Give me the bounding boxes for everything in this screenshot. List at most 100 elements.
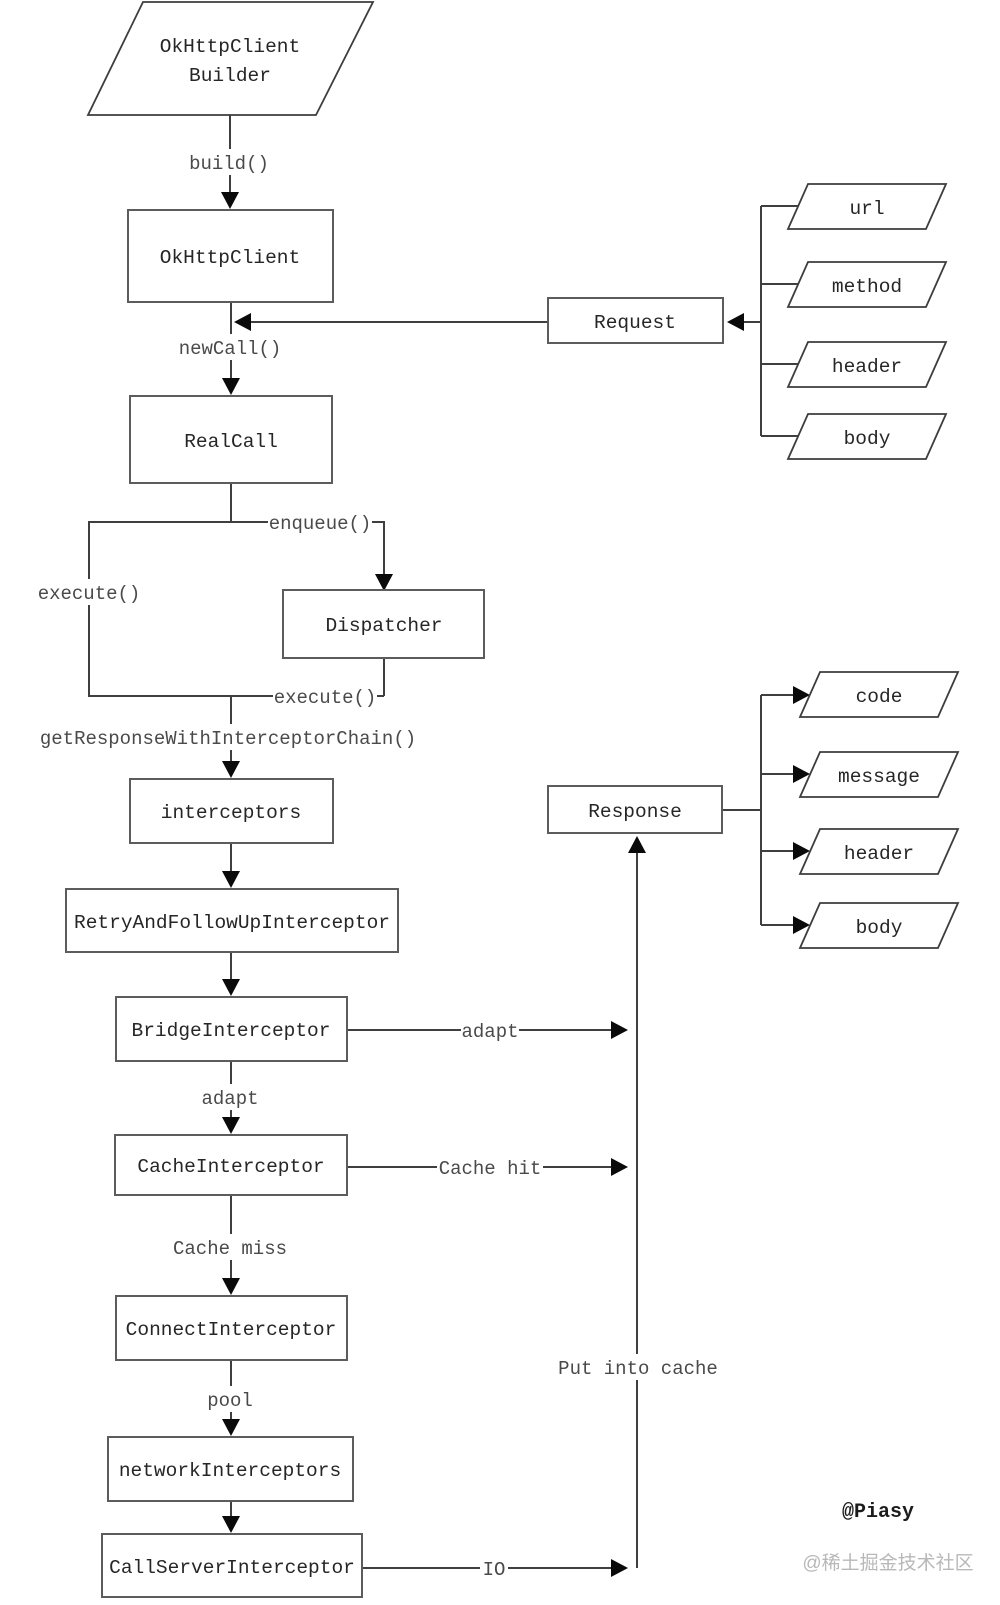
okhttpclient-builder-label-line1: OkHttpClient bbox=[160, 36, 300, 58]
edge-label-adapt-v: adapt bbox=[201, 1088, 258, 1110]
realcall-label: RealCall bbox=[184, 431, 278, 453]
arrowhead-io-into-line bbox=[611, 1559, 628, 1577]
request-box bbox=[547, 297, 724, 344]
response-field-body: body bbox=[798, 902, 960, 949]
arrowheads bbox=[221, 192, 810, 1577]
node-dispatcher: Dispatcher bbox=[282, 589, 485, 659]
node-retry-interceptor: RetryAndFollowUpInterceptor bbox=[65, 888, 399, 953]
arrowhead-into-resp-body bbox=[793, 916, 810, 934]
arrowhead-into-resp-header bbox=[793, 842, 810, 860]
edge-label-adapt-h: adapt bbox=[461, 1021, 518, 1043]
dispatcher-label: Dispatcher bbox=[325, 615, 442, 637]
bridge-label: BridgeInterceptor bbox=[132, 1020, 331, 1042]
edge-label-adapt-v-bg bbox=[201, 1084, 259, 1110]
okhttpclient-builder-label-line2: Builder bbox=[189, 65, 271, 87]
edge-label-enqueue: enqueue() bbox=[269, 513, 372, 535]
edge-label-pool-bg bbox=[206, 1386, 254, 1412]
edge-label-put-into-cache-bg bbox=[556, 1354, 720, 1380]
node-connect-interceptor: ConnectInterceptor bbox=[115, 1295, 348, 1361]
response-field-header-shape bbox=[798, 828, 960, 875]
bridge-box bbox=[115, 996, 348, 1062]
response-field-message-shape bbox=[798, 751, 960, 798]
request-field-url: url bbox=[786, 183, 948, 230]
node-callserver-interceptor: CallServerInterceptor bbox=[101, 1533, 363, 1598]
arrowhead-into-retry bbox=[222, 871, 240, 888]
dispatcher-box bbox=[282, 589, 485, 659]
credits: @Piasy @稀土掘金技术社区 bbox=[802, 1501, 973, 1574]
request-field-header: header bbox=[786, 341, 948, 388]
node-okhttpclient-builder: OkHttpClient Builder bbox=[86, 1, 375, 116]
callserver-box bbox=[101, 1533, 363, 1598]
edge-label-enqueue-bg bbox=[268, 509, 372, 535]
response-field-code-shape bbox=[798, 671, 960, 718]
arrowhead-into-connect bbox=[222, 1278, 240, 1295]
interceptors-box bbox=[129, 778, 334, 844]
edge-labels: build() newCall() enqueue() execute() ex… bbox=[37, 149, 720, 1581]
edge-label-cache-hit: Cache hit bbox=[439, 1158, 542, 1180]
okhttpclient-label: OkHttpClient bbox=[160, 247, 300, 269]
edge-label-cache-miss: Cache miss bbox=[173, 1238, 287, 1260]
node-bridge-interceptor: BridgeInterceptor bbox=[115, 996, 348, 1062]
edge-label-put-into-cache: Put into cache bbox=[558, 1358, 718, 1380]
edge-label-newcall-bg bbox=[178, 334, 282, 360]
node-okhttpclient: OkHttpClient bbox=[127, 209, 334, 303]
arrowhead-into-dispatcher bbox=[375, 574, 393, 591]
edge-label-newcall: newCall() bbox=[179, 338, 282, 360]
arrowhead-into-message bbox=[793, 765, 810, 783]
request-field-url-label: url bbox=[849, 198, 884, 220]
node-response: Response bbox=[547, 785, 723, 834]
network-label: networkInterceptors bbox=[119, 1460, 341, 1482]
okhttpclient-box bbox=[127, 209, 334, 303]
response-field-code: code bbox=[798, 671, 960, 718]
arrowhead-into-realcall bbox=[222, 378, 240, 395]
connect-label: ConnectInterceptor bbox=[126, 1319, 337, 1341]
edge-label-pool: pool bbox=[207, 1390, 253, 1412]
request-field-url-shape bbox=[786, 183, 948, 230]
response-field-header: header bbox=[798, 828, 960, 875]
response-field-message-label: message bbox=[838, 766, 920, 788]
arrowhead-into-cache bbox=[222, 1117, 240, 1134]
retry-label: RetryAndFollowUpInterceptor bbox=[74, 912, 390, 934]
realcall-box bbox=[129, 395, 333, 484]
cache-label: CacheInterceptor bbox=[137, 1156, 324, 1178]
interceptors-label: interceptors bbox=[161, 802, 301, 824]
connect-box bbox=[115, 1295, 348, 1361]
request-field-method-label: method bbox=[832, 276, 902, 298]
edge-label-execute-left-bg bbox=[37, 579, 141, 605]
response-field-body-shape bbox=[798, 902, 960, 949]
node-cache-interceptor: CacheInterceptor bbox=[114, 1134, 348, 1196]
okhttpclient-builder-shape bbox=[86, 1, 375, 116]
arrowhead-into-response bbox=[628, 836, 646, 853]
response-field-code-label: code bbox=[856, 686, 903, 708]
arrowhead-request-into-chain bbox=[234, 313, 251, 331]
arrowhead-adapt-into-line bbox=[611, 1021, 628, 1039]
edge-label-cache-miss-bg bbox=[171, 1234, 289, 1260]
edge-label-cache-hit-bg bbox=[437, 1154, 543, 1180]
callserver-label: CallServerInterceptor bbox=[109, 1557, 355, 1579]
request-field-header-shape bbox=[786, 341, 948, 388]
edge-label-execute-right: execute() bbox=[274, 687, 377, 709]
author-credit: @Piasy bbox=[842, 1501, 914, 1524]
edge-label-chain-bg bbox=[39, 724, 417, 750]
request-label: Request bbox=[594, 312, 676, 334]
edge-label-build-bg bbox=[186, 149, 272, 175]
edge-label-build: build() bbox=[189, 153, 269, 175]
node-realcall: RealCall bbox=[129, 395, 333, 484]
response-label: Response bbox=[588, 801, 682, 823]
request-field-method: method bbox=[786, 261, 948, 308]
network-box bbox=[107, 1436, 354, 1502]
node-interceptors: interceptors bbox=[129, 778, 334, 844]
response-field-body-label: body bbox=[856, 917, 903, 939]
request-field-header-label: header bbox=[832, 356, 902, 378]
arrowhead-into-bridge bbox=[222, 979, 240, 996]
response-field-message: message bbox=[798, 751, 960, 798]
arrowhead-into-callserver bbox=[222, 1516, 240, 1533]
request-field-body-label: body bbox=[844, 428, 891, 450]
edge-label-io-bg bbox=[480, 1555, 508, 1581]
edge-label-execute-right-bg bbox=[273, 683, 377, 709]
edge-label-adapt-h-bg bbox=[461, 1017, 519, 1043]
response-field-header-label: header bbox=[844, 843, 914, 865]
arrowhead-into-interceptors bbox=[222, 761, 240, 778]
arrowhead-into-network bbox=[222, 1419, 240, 1436]
